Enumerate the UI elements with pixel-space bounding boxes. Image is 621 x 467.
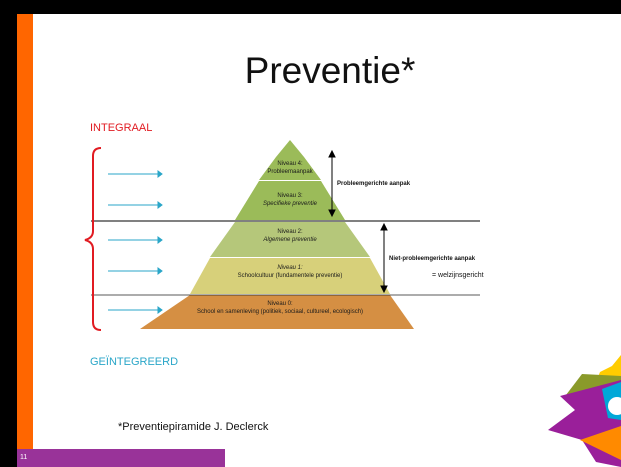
level-1-label: Niveau 1:Schoolcultuur (fundamentele pre…: [237, 265, 343, 279]
pyramid-level-0: [140, 295, 414, 329]
level-2-label: Niveau 2:Algemene preventie: [263, 229, 317, 243]
geintegreerd-label: GEÏNTEGREERD: [90, 356, 179, 368]
pyramid-level-4: [259, 157, 321, 180]
level-4-label: Niveau 4:Probleemaanpak: [267, 161, 313, 175]
arrows: [108, 170, 163, 314]
accent-bar: [17, 14, 33, 467]
level-3-label: Niveau 3:Specifieke preventie: [262, 193, 318, 207]
footnote: *Preventiepiramide J. Declerck: [118, 421, 269, 433]
non-problem-approach-label: Niet-probleemgerichte aanpak: [389, 256, 476, 262]
problem-approach-label: Probleemgerichte aanpak: [337, 181, 411, 187]
pyramid-level-3: [235, 181, 345, 220]
page-title: Preventie*: [244, 50, 416, 91]
integraal-label: INTEGRAAL: [90, 122, 153, 134]
pyramid-level-2: [210, 222, 370, 257]
footer-bar: [17, 449, 225, 467]
page-number: 11: [20, 454, 28, 461]
pyramid-level-1: [190, 258, 390, 294]
pyramid-apex: [276, 140, 304, 157]
range-arrows: [328, 149, 388, 294]
integral-bracket: [84, 147, 102, 331]
level-0-label: Niveau 0:School en samenleving (politiek…: [196, 301, 364, 315]
star-decoration: [548, 355, 621, 467]
wellbeing-note: = welzijnsgericht: [432, 272, 484, 279]
